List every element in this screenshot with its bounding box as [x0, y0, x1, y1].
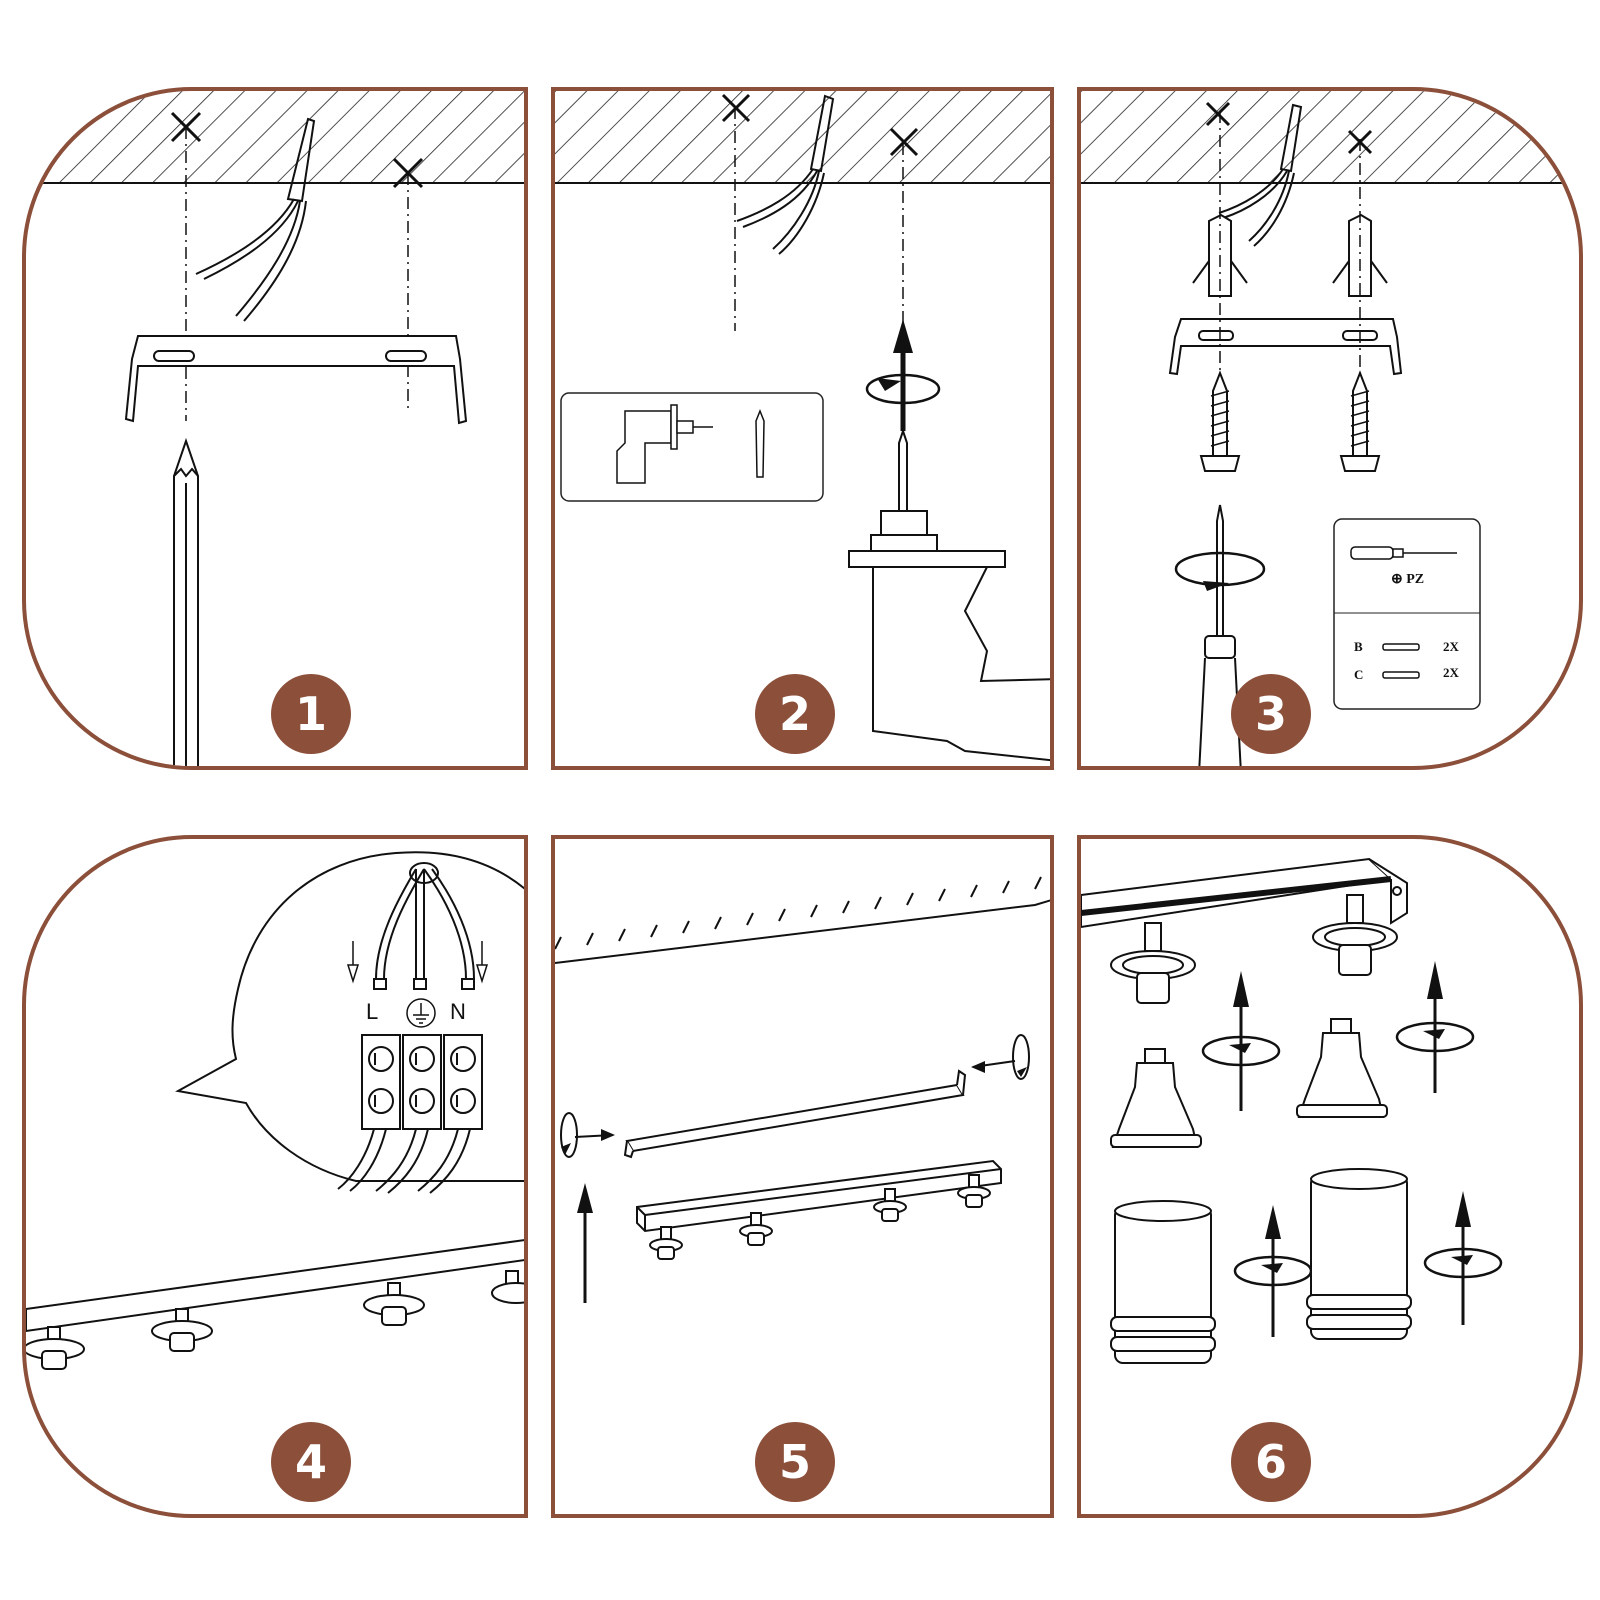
tool-label: ⊕ PZ: [1391, 572, 1424, 587]
terminal-label-neutral: N: [450, 999, 466, 1024]
pencil-icon: [173, 437, 199, 766]
ceiling: [555, 91, 1050, 183]
tool-legend-box: [560, 392, 824, 502]
rotate-arrow-icon: [1174, 551, 1266, 591]
screwdriver-icon: [1350, 546, 1457, 560]
step-number-badge: 1: [271, 674, 351, 754]
light-track-bar: [1081, 857, 1408, 929]
step-6-illustration: [1081, 857, 1503, 1364]
legend-qty-c: 2X: [1443, 665, 1460, 680]
mounting-bracket: [1168, 318, 1403, 376]
mounting-bracket: [623, 1069, 967, 1159]
screw-icon: [1382, 643, 1420, 651]
drill-icon: [616, 404, 713, 484]
lamp-holders: [1110, 894, 1398, 1004]
earth-symbol-icon: [406, 998, 436, 1028]
lamp-holders: [649, 1174, 991, 1260]
step-1-panel: 1: [22, 87, 528, 770]
rotate-arrow-icon: [560, 1034, 1030, 1158]
down-arrow-icon: [346, 941, 489, 984]
step-number-badge: 3: [1231, 674, 1311, 754]
mains-cable: [1218, 103, 1303, 247]
wall-plug-icon: [1192, 213, 1388, 297]
step-5-panel: 5: [551, 835, 1054, 1518]
light-track-bar: [26, 1239, 524, 1333]
up-arrow-icon: [893, 319, 913, 431]
mounting-bracket: [124, 335, 468, 425]
ceiling: [26, 91, 524, 183]
cylinder-shade-icon: [1110, 1168, 1412, 1364]
screwdriver-icon: [1198, 504, 1242, 766]
step-number-badge: 2: [755, 674, 835, 754]
wall-plug-icon: [1382, 671, 1420, 679]
terminal-block: [361, 1034, 483, 1130]
supply-wires: [373, 862, 475, 990]
step-6-panel: 6: [1077, 835, 1583, 1518]
drill-bit-icon: [755, 408, 765, 478]
mains-cable: [736, 94, 835, 255]
rotate-arrow-icon: [865, 373, 941, 405]
drill-in-hand-icon: [848, 427, 1050, 762]
legend-letter-c: C: [1354, 667, 1363, 682]
up-arrow-icon: [577, 1183, 593, 1303]
up-arrow-icon: [1233, 961, 1471, 1337]
step-number-badge: 4: [271, 1422, 351, 1502]
step-5-illustration: [555, 876, 1050, 1303]
ceiling: [1081, 91, 1579, 183]
light-track-bar: [636, 1159, 1002, 1233]
terminal-label-live: L: [366, 999, 378, 1024]
gu10-bulb-icon: [1110, 1018, 1388, 1148]
step-2-illustration: [555, 91, 1050, 762]
mains-cable: [195, 117, 316, 322]
step-4-illustration: L N: [26, 851, 524, 1370]
step-number-badge: 5: [755, 1422, 835, 1502]
step-4-panel: L N 4: [22, 835, 528, 1518]
step-number-badge: 6: [1231, 1422, 1311, 1502]
hardware-legend: ⊕ PZ B 2X C 2X: [1333, 518, 1481, 710]
ceiling: [555, 876, 1050, 964]
legend-qty-b: 2X: [1443, 639, 1460, 654]
fixture-wires: [337, 1128, 471, 1194]
legend-letter-b: B: [1354, 639, 1363, 654]
step-1-illustration: [26, 91, 524, 766]
lamp-holders: [26, 1270, 524, 1370]
step-3-panel: ⊕ PZ B 2X C 2X 3: [1077, 87, 1583, 770]
step-3-illustration: ⊕ PZ B 2X C 2X: [1081, 91, 1579, 766]
step-2-panel: 2: [551, 87, 1054, 770]
wiring-detail-callout: [175, 851, 524, 1182]
